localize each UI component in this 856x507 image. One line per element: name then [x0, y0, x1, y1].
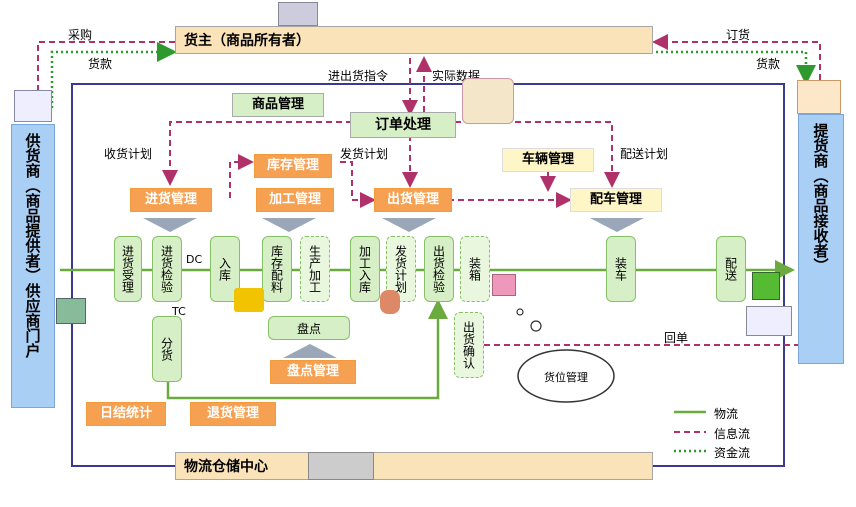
process-stocktake: 盘点: [268, 316, 350, 340]
process-inbound-check: 进货检验: [152, 236, 182, 302]
legend-fund: 资金流: [714, 446, 751, 460]
process-warehousing: 入库: [210, 236, 240, 302]
label-receive-plan: 收货计划: [104, 147, 153, 161]
vehicle-management: 车辆管理: [502, 148, 594, 172]
supplier-panel: 供货商（商品提供者）供应商门户: [11, 124, 55, 408]
warehouse-center-title: 物流仓储中心: [184, 459, 268, 475]
supplier-label: 供货商（商品提供者）供应商门户: [23, 133, 42, 358]
process-warehousing-label: 入库: [217, 257, 232, 281]
process-inbound-check-label: 进货检验: [159, 245, 174, 293]
forklift-icon: [234, 288, 264, 312]
pallet-icon: [492, 274, 516, 296]
process-sorting: 分货: [152, 316, 182, 382]
label-payment-left: 货款: [88, 57, 113, 71]
order-processing: 订单处理: [350, 112, 456, 138]
process-delivery-label: 配送: [723, 257, 738, 281]
process-packing-label: 装箱: [467, 257, 482, 281]
label-delivery-plan: 配送计划: [620, 147, 669, 161]
process-receiving: 进货受理: [114, 236, 142, 302]
process-processing-in: 加工入库: [350, 236, 380, 302]
process-receiving-label: 进货受理: [120, 245, 135, 293]
processing-management: 加工管理: [256, 188, 334, 212]
operator-icon: [462, 78, 514, 124]
legend-logistics: 物流: [714, 407, 739, 421]
receiver-panel: 提货商（商品接收者）: [798, 114, 844, 364]
process-stock-batching: 库存配料: [262, 236, 292, 302]
process-sorting-label: 分货: [159, 337, 174, 361]
process-packing: 装箱: [460, 236, 490, 302]
process-delivery: 配送: [716, 236, 746, 302]
owner-box: 货主（商品所有者）: [175, 26, 653, 54]
process-production: 生产加工: [300, 236, 330, 302]
label-ship-plan: 发货计划: [340, 147, 389, 161]
label-tc: TC: [172, 305, 186, 318]
inbound-management: 进货管理: [130, 188, 212, 212]
boxes-icon: [752, 272, 780, 300]
worker-icon: [380, 290, 400, 314]
process-loading: 装车: [606, 236, 636, 302]
receiver-shop-icon: [797, 80, 841, 114]
label-return-receipt: 回单: [664, 331, 689, 345]
stocktake-management: 盘点管理: [270, 360, 356, 384]
daily-statistics: 日结统计: [86, 402, 166, 426]
supplier-shop-icon: [14, 90, 52, 122]
process-ship-confirm-label: 出货确认: [461, 321, 476, 369]
dispatch-management: 配车管理: [570, 188, 662, 212]
process-outbound-check-label: 出货检验: [431, 245, 446, 293]
outbound-management: 出货管理: [374, 188, 452, 212]
goods-management: 商品管理: [232, 93, 324, 117]
process-ship-confirm: 出货确认: [454, 312, 484, 378]
legend-info: 信息流: [714, 427, 751, 441]
process-outbound-check: 出货检验: [424, 236, 454, 302]
cloud-label: 货位管理: [544, 371, 588, 384]
label-in-out-instruction: 进出货指令: [328, 69, 389, 83]
inventory-management: 库存管理: [254, 154, 332, 178]
warehouse-center-box: 物流仓储中心: [175, 452, 653, 480]
process-stocktake-label: 盘点: [296, 321, 321, 336]
factory-icon: [278, 2, 318, 26]
truck-icon-right: [746, 306, 792, 336]
label-order: 订货: [726, 28, 751, 42]
process-loading-label: 装车: [613, 257, 628, 281]
process-ship-plan-label: 发货计划: [393, 245, 408, 293]
label-payment-right: 货款: [756, 57, 781, 71]
receiver-label: 提货商（商品接收者）: [811, 123, 830, 273]
process-production-label: 生产加工: [307, 245, 322, 293]
process-stock-batching-label: 库存配料: [269, 245, 284, 293]
label-purchase: 采购: [68, 28, 93, 42]
truck-icon-left: [56, 298, 86, 324]
owner-title: 货主（商品所有者）: [184, 33, 310, 49]
label-dc: DC: [186, 253, 203, 266]
warehouse-icon: [308, 452, 374, 480]
returns-management: 退货管理: [190, 402, 276, 426]
process-processing-in-label: 加工入库: [357, 245, 372, 293]
